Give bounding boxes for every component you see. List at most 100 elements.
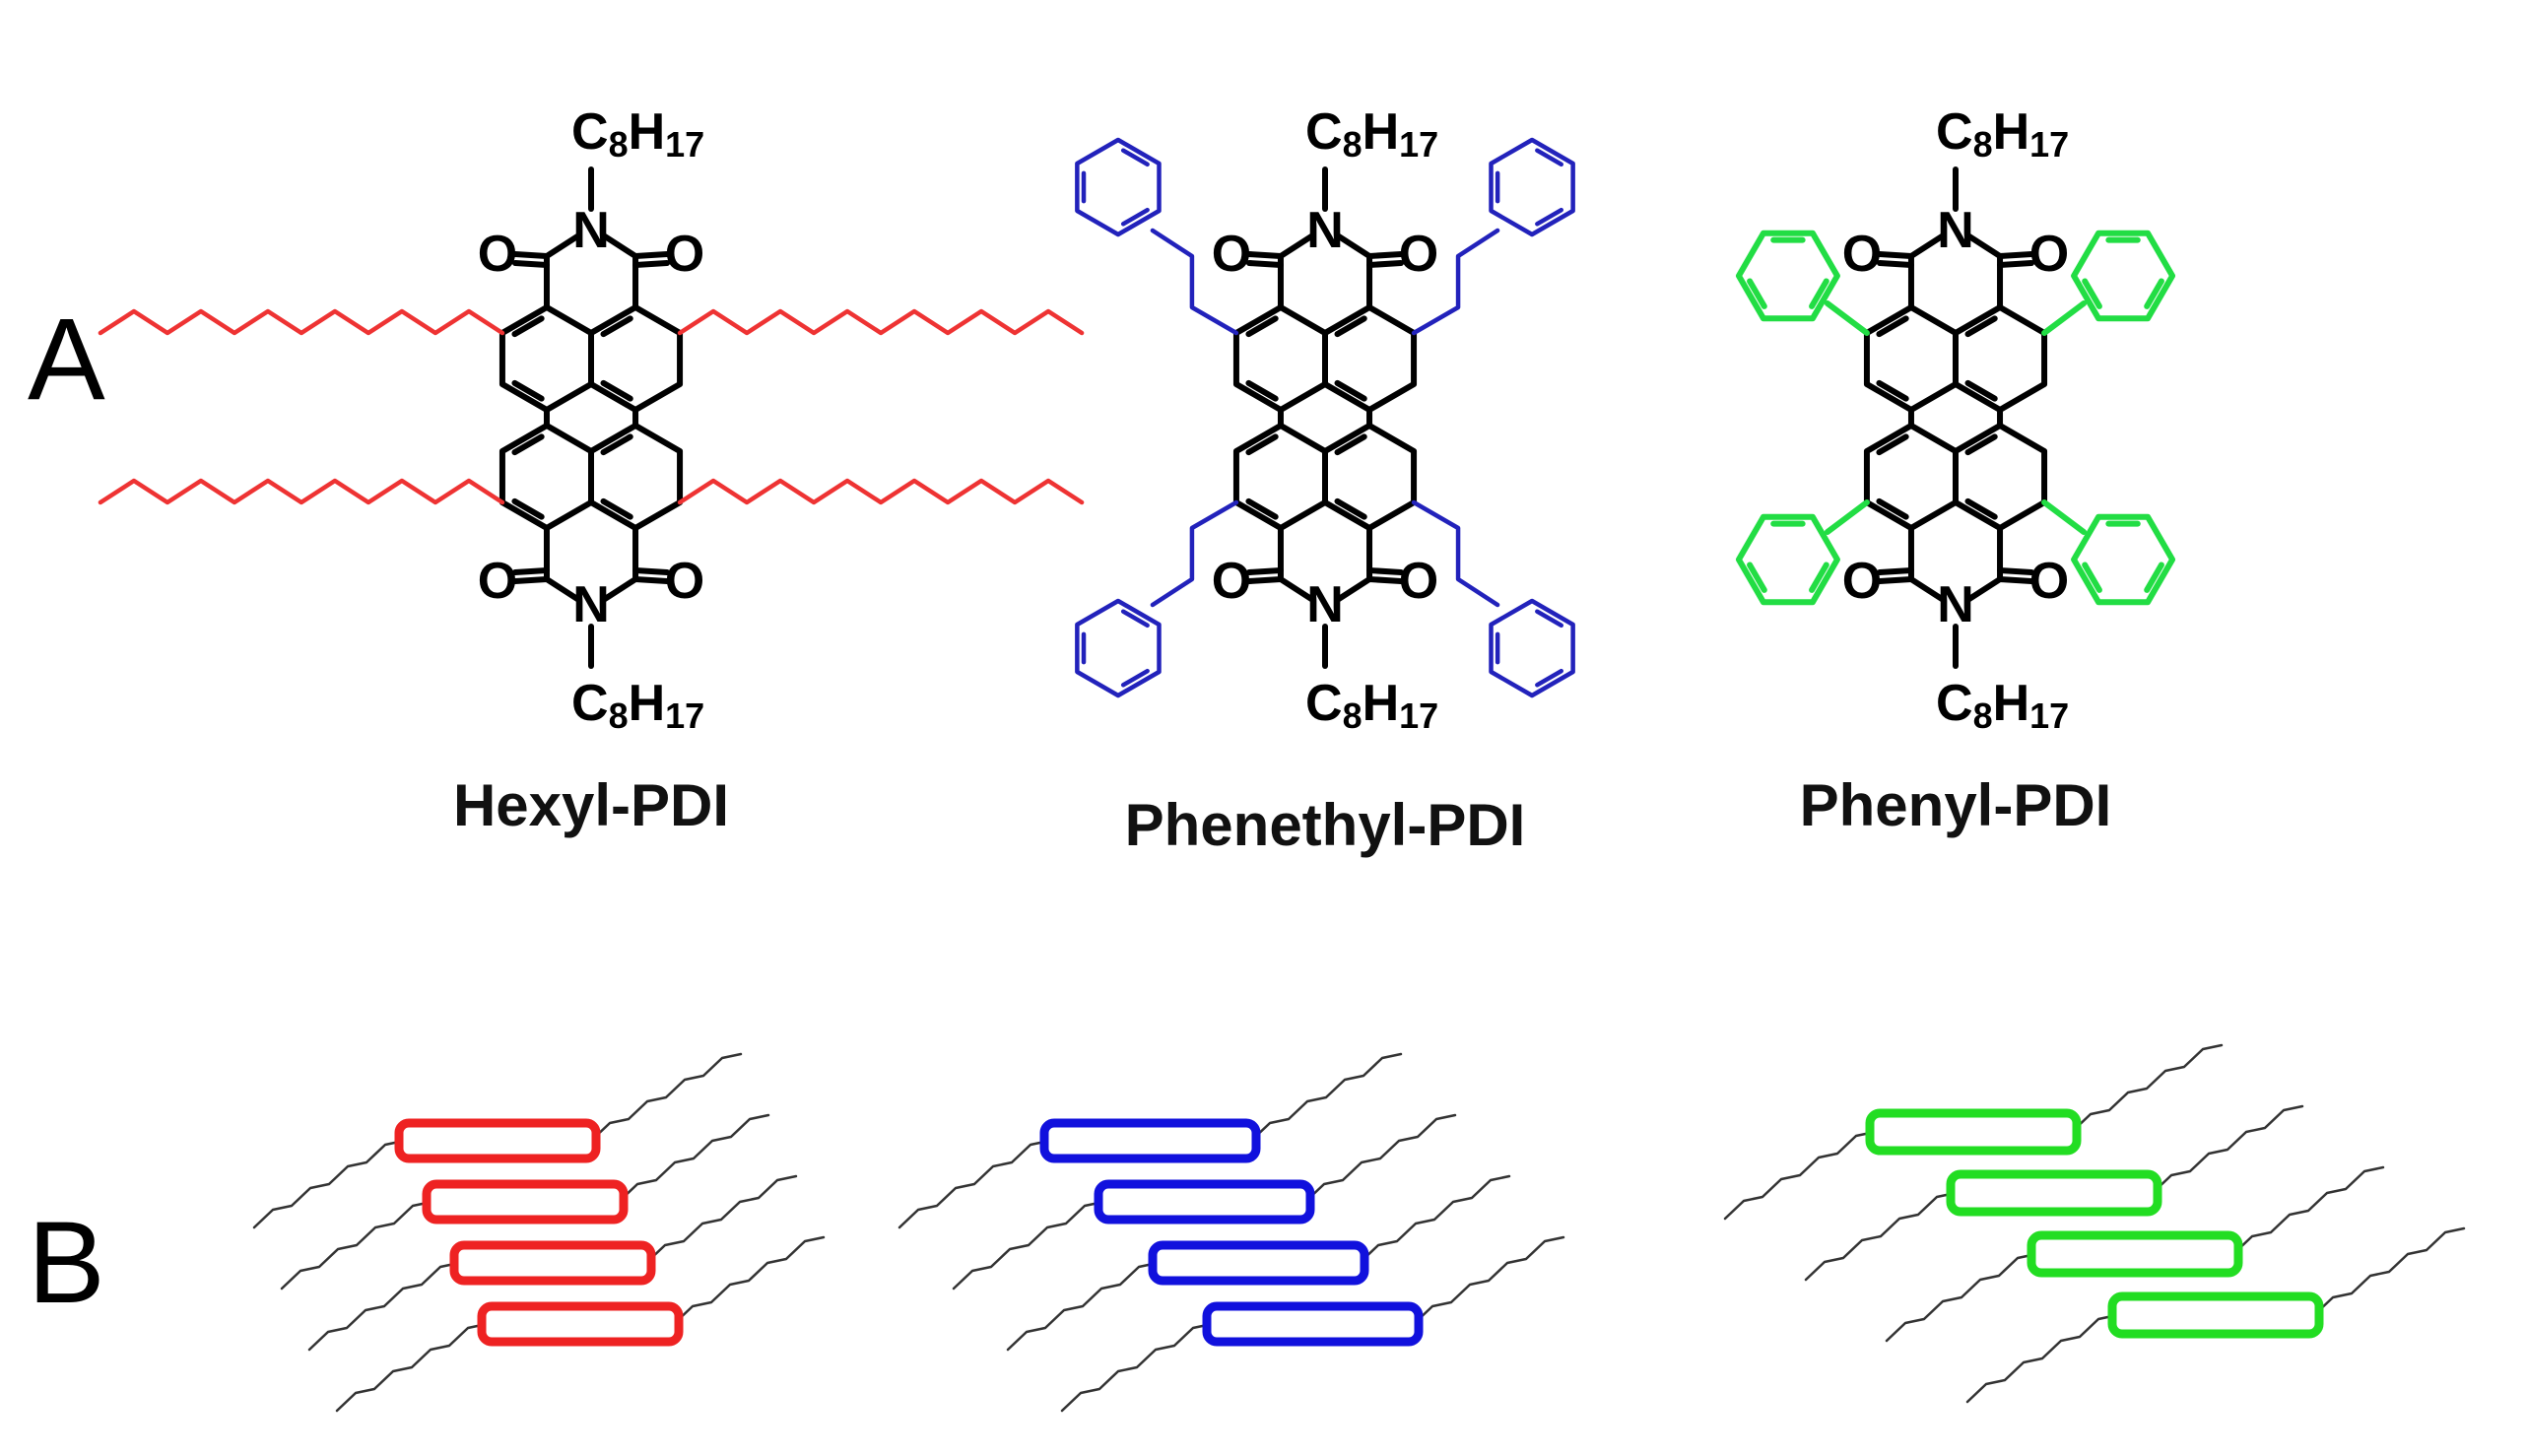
alkyl-chain <box>2312 1226 2466 1317</box>
double-bond <box>1334 379 1367 402</box>
phenyl-ring <box>2071 513 2176 606</box>
phenyl-ring <box>1075 598 1162 698</box>
carbonyl-bond <box>1997 567 2035 575</box>
ring-bond <box>499 304 594 413</box>
pdi-core-block <box>394 1118 601 1163</box>
oxygen-label: O <box>1399 553 1438 610</box>
oxygen-label: O <box>1842 553 1882 610</box>
double-bond <box>1876 379 1909 402</box>
double-bond <box>1245 497 1279 520</box>
double-bond <box>1245 433 1279 456</box>
compound-name: Hexyl-PDI <box>453 772 729 838</box>
phenyl-bond <box>1824 499 1870 535</box>
alkyl-chain <box>897 1139 1051 1229</box>
phenyl-double-bond <box>2082 278 2102 309</box>
alkyl-chain <box>1804 1191 1958 1282</box>
ring-bond <box>1863 423 1959 531</box>
imide-bond <box>602 233 639 259</box>
oxygen-label: O <box>478 226 517 283</box>
imide-bond <box>1907 576 1945 602</box>
imide-bond <box>1336 233 1373 259</box>
imide-bond <box>602 576 639 602</box>
carbonyl-bond <box>1245 567 1284 575</box>
carbonyl-bond <box>511 260 550 268</box>
pdi-core-block <box>2107 1291 2324 1339</box>
double-bond <box>600 379 633 402</box>
pdi-core-block <box>1094 1179 1315 1224</box>
n-octyl-label: C8H17 <box>571 675 704 736</box>
double-bond <box>1964 379 1998 402</box>
alkyl-chain <box>1885 1252 2038 1343</box>
alkyl-chain <box>252 1139 406 1229</box>
double-bond <box>1334 315 1367 338</box>
double-bond <box>1334 433 1367 456</box>
packing-diagram-hexyl <box>252 1052 826 1413</box>
double-bond <box>1876 315 1909 338</box>
oxygen-label: O <box>1399 226 1438 283</box>
phenyl-ring <box>1489 137 1575 237</box>
pdi-core-block <box>477 1301 684 1347</box>
carbonyl-bond <box>632 567 671 575</box>
carbonyl-bond <box>1245 251 1284 259</box>
carbonyl-bond <box>511 576 550 584</box>
carbonyl-bond <box>1876 567 1914 575</box>
phenethyl-linker <box>1411 499 1500 608</box>
carbonyl-bond <box>511 251 550 259</box>
alkyl-chain <box>1723 1130 1877 1221</box>
oxygen-label: O <box>2029 226 2069 283</box>
phenyl-double-bond <box>1120 668 1150 688</box>
phenyl-bond <box>1824 300 1870 336</box>
hexyl-chain <box>98 308 505 336</box>
alkyl-chain <box>2231 1165 2385 1256</box>
phenethyl-linker <box>1150 499 1239 608</box>
alkyl-chain <box>1358 1174 1511 1265</box>
phenyl-double-bond <box>1535 609 1563 629</box>
imide-bond <box>1966 233 2004 259</box>
double-bond <box>1964 433 1998 456</box>
carbonyl-bond <box>632 260 671 268</box>
carbonyl-bond <box>1245 260 1284 268</box>
phenyl-double-bond <box>1747 278 1767 309</box>
double-bond <box>600 497 633 520</box>
imide-bond <box>1966 576 2004 602</box>
phenyl-double-bond <box>2144 562 2164 593</box>
phenyl-ring <box>1075 137 1162 237</box>
ring-bond <box>1953 423 2048 531</box>
phenyl-bond <box>2041 300 2088 336</box>
phenethyl-linker <box>1150 228 1239 336</box>
pdi-core-block <box>2027 1230 2243 1278</box>
double-bond <box>1876 497 1909 520</box>
double-bond <box>600 315 633 338</box>
hexyl-chain <box>677 308 1085 336</box>
imide-bond <box>1336 576 1373 602</box>
alkyl-chain <box>1303 1113 1457 1204</box>
phenyl-double-bond <box>1120 207 1150 227</box>
oxygen-label: O <box>1842 226 1882 283</box>
phenyl-double-bond <box>1535 668 1563 688</box>
n-octyl-label: C8H17 <box>571 103 704 165</box>
phenyl-double-bond <box>1120 609 1150 629</box>
alkyl-chain <box>307 1261 461 1352</box>
alkyl-chain <box>1412 1235 1565 1326</box>
alkyl-chain <box>672 1235 826 1326</box>
n-octyl-label: C8H17 <box>1936 103 2069 165</box>
carbonyl-bond <box>1366 576 1405 584</box>
oxygen-label: O <box>665 553 704 610</box>
ring-bond <box>1232 423 1328 531</box>
pdi-core-block <box>1865 1108 2082 1156</box>
carbonyl-bond <box>632 251 671 259</box>
carbonyl-bond <box>1997 260 2035 268</box>
double-bond <box>511 497 545 520</box>
n-octyl-label: C8H17 <box>1305 103 1438 165</box>
ring-bond <box>1322 423 1418 531</box>
carbonyl-bond <box>1997 251 2035 259</box>
alkyl-chain <box>952 1200 1105 1291</box>
alkyl-chain <box>1060 1322 1214 1413</box>
ring-bond <box>499 423 594 531</box>
alkyl-chain <box>280 1200 433 1291</box>
pdi-core-block <box>449 1240 656 1286</box>
